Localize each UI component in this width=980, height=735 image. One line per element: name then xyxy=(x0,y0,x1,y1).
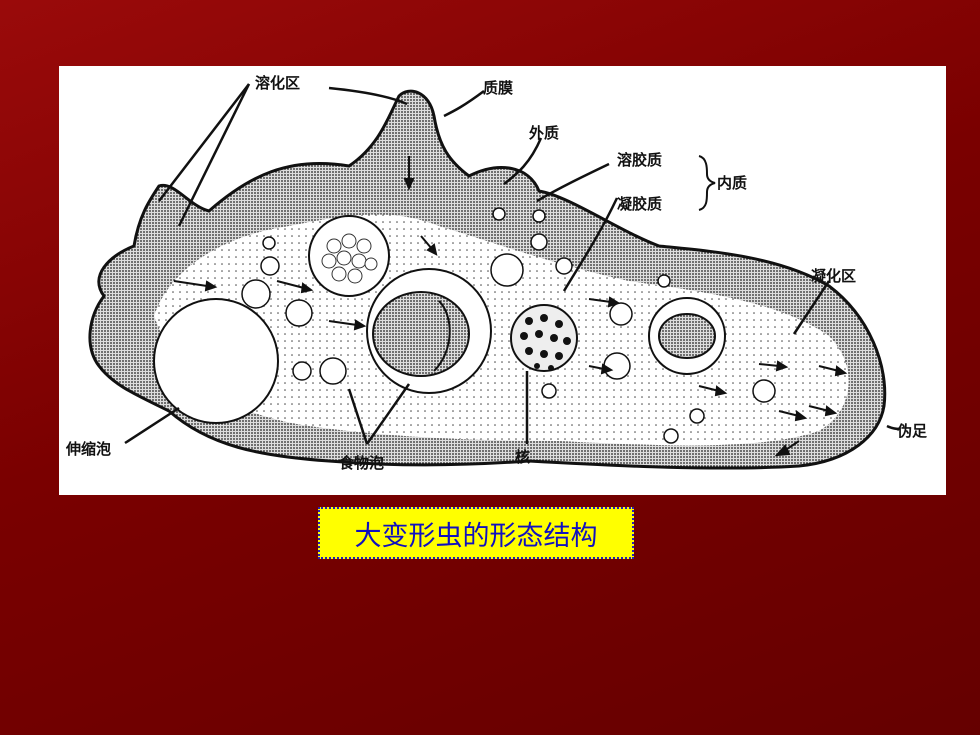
amoeba-diagram: 溶化区 质膜 外质 溶胶质 凝胶质 内质 凝化区 伸缩泡 食物泡 核 伪足 xyxy=(59,66,946,495)
amoeba-drawing xyxy=(88,83,900,470)
label-plasma-membrane: 质膜 xyxy=(483,79,514,97)
label-endoplasm: 内质 xyxy=(717,174,748,192)
endoplasm-brace xyxy=(698,155,716,211)
streaming-arrows xyxy=(173,156,848,457)
label-food-vacuole: 食物泡 xyxy=(339,454,385,472)
label-nucleus: 核 xyxy=(515,448,531,466)
label-ectoplasm: 外质 xyxy=(529,124,560,142)
leader-lines xyxy=(124,83,900,445)
label-contractile-vacuole: 伸缩泡 xyxy=(66,440,112,458)
diagram-caption: 大变形虫的形态结构 xyxy=(318,507,634,559)
label-pseudopod: 伪足 xyxy=(897,422,928,440)
contractile-vacuole xyxy=(153,298,279,424)
label-gelation-zone: 凝化区 xyxy=(811,267,857,285)
label-dissolution-zone: 溶化区 xyxy=(255,74,301,92)
small-vacuoles xyxy=(241,207,776,444)
label-plasmasol: 溶胶质 xyxy=(617,151,663,169)
label-plasmagel: 凝胶质 xyxy=(617,195,663,213)
